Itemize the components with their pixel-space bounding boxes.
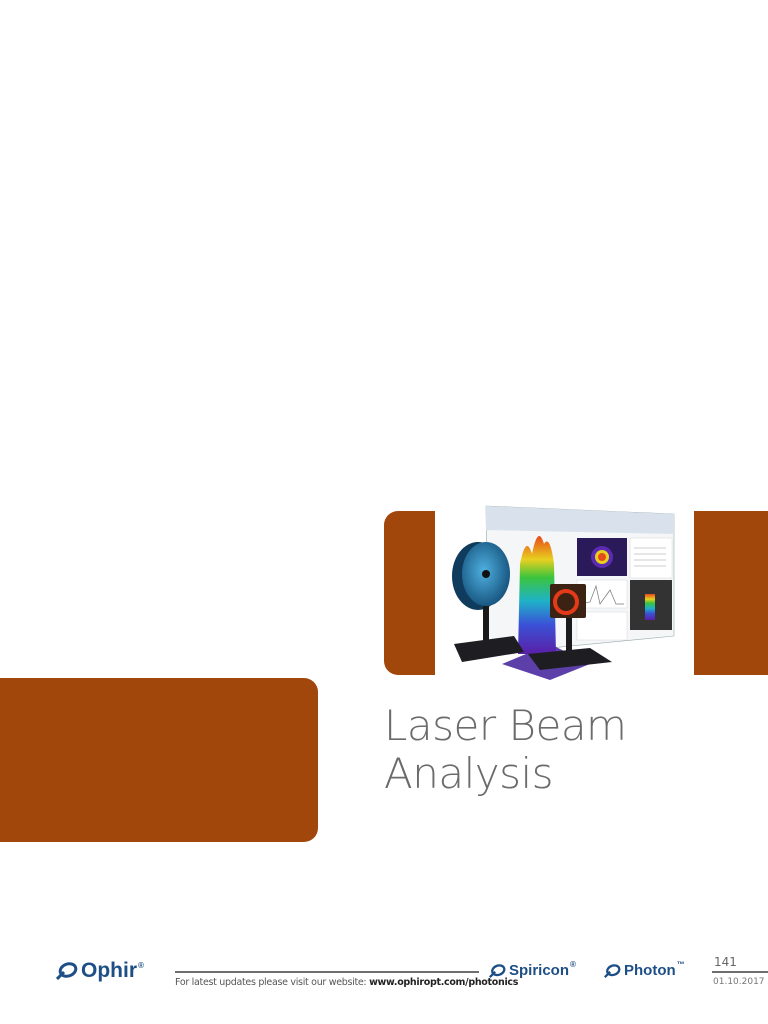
title-line-1: Laser Beam — [384, 701, 627, 750]
spiricon-logo: Spiricon® — [489, 960, 576, 979]
footer-note: For latest updates please visit our webs… — [175, 977, 519, 988]
ophir-swoosh-icon — [56, 962, 78, 980]
page-date: 01.10.2017 — [713, 977, 765, 987]
hero-product-image — [452, 505, 675, 680]
page-title: Laser Beam Analysis — [384, 701, 627, 798]
footer-divider — [175, 971, 479, 973]
spiricon-logo-text: Spiricon — [509, 962, 570, 979]
title-line-2: Analysis — [384, 749, 554, 798]
accent-block-right — [694, 511, 768, 675]
page-number-divider — [712, 971, 768, 973]
photon-swoosh-icon — [604, 963, 621, 978]
spiricon-swoosh-icon — [489, 963, 506, 978]
website-link[interactable]: www.ophiropt.com/photonics — [369, 977, 519, 988]
ophir-logo-text: Ophir — [81, 959, 137, 982]
accent-block-bottom — [0, 678, 318, 842]
accent-block-left — [384, 511, 435, 675]
page-number: 141 — [714, 955, 737, 969]
photon-logo-text: Photon — [624, 962, 676, 979]
ophir-logo: Ophir® — [56, 959, 144, 983]
